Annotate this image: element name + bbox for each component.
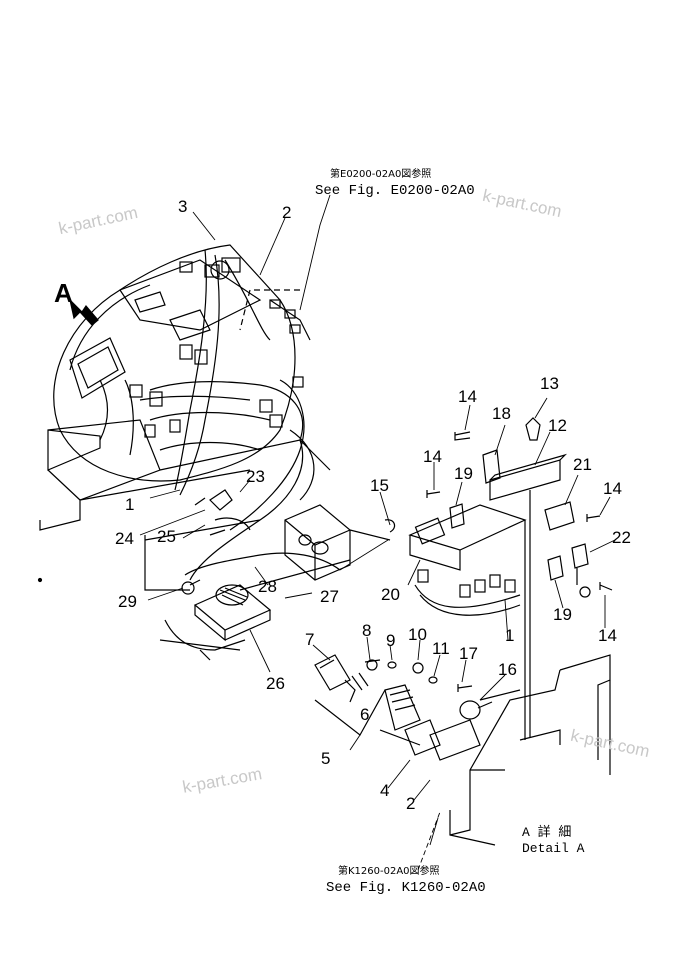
callout-9: 9 [386, 631, 396, 650]
callout-27: 27 [320, 587, 339, 606]
stray-dot [37, 577, 43, 583]
callout-6: 6 [360, 705, 370, 724]
callout-23: 23 [246, 467, 265, 486]
top-reference-en: See Fig. E0200-02A0 [315, 183, 475, 199]
callout-13: 13 [540, 374, 559, 393]
lower-assembly [144, 489, 391, 661]
callout-1-right: 1 [505, 626, 515, 645]
callout-14-top: 14 [458, 387, 477, 406]
console-housing [39, 244, 331, 531]
callout-19-bottom: 19 [553, 605, 572, 624]
callout-22: 22 [612, 528, 631, 547]
callout-11: 11 [432, 639, 450, 658]
view-a-arrow [68, 298, 99, 326]
callout-5: 5 [321, 749, 331, 768]
detail-label-jp: A 詳 細 [522, 825, 572, 840]
callout-21: 21 [573, 455, 592, 474]
callout-15: 15 [370, 476, 389, 495]
callout-8: 8 [362, 621, 372, 640]
callout-16: 16 [498, 660, 517, 679]
top-reference-jp: 第E0200-02A0図参照 [330, 169, 432, 180]
leader-lines [139, 194, 616, 871]
callout-4: 4 [380, 781, 390, 800]
callout-29: 29 [118, 592, 137, 611]
callout-1-left: 1 [125, 495, 135, 514]
callout-7: 7 [305, 630, 315, 649]
wire-harness-upper [129, 249, 315, 581]
callout-14-right: 14 [603, 479, 622, 498]
callout-25: 25 [157, 527, 176, 546]
callout-3: 3 [178, 197, 188, 216]
callout-14-bottom: 14 [598, 626, 617, 645]
small-parts [314, 654, 493, 756]
callout-14-mid: 14 [423, 447, 442, 466]
detail-label-en: Detail A [522, 841, 585, 856]
callout-12: 12 [548, 416, 567, 435]
callout-26: 26 [266, 674, 285, 693]
callout-20: 20 [381, 585, 400, 604]
callout-24: 24 [115, 529, 134, 548]
callout-17: 17 [459, 644, 478, 663]
callout-19-top: 19 [454, 464, 473, 483]
view-a-label: A [54, 278, 73, 308]
callout-2-bottom: 2 [406, 794, 416, 813]
bottom-reference-en: See Fig. K1260-02A0 [326, 880, 486, 896]
callout-10: 10 [408, 625, 427, 644]
bottom-reference-jp: 第K1260-02A0図参照 [338, 866, 440, 877]
callout-18: 18 [492, 404, 511, 423]
callout-2-top: 2 [282, 203, 292, 222]
callout-28: 28 [258, 577, 277, 596]
detail-a-bracket [384, 417, 613, 846]
